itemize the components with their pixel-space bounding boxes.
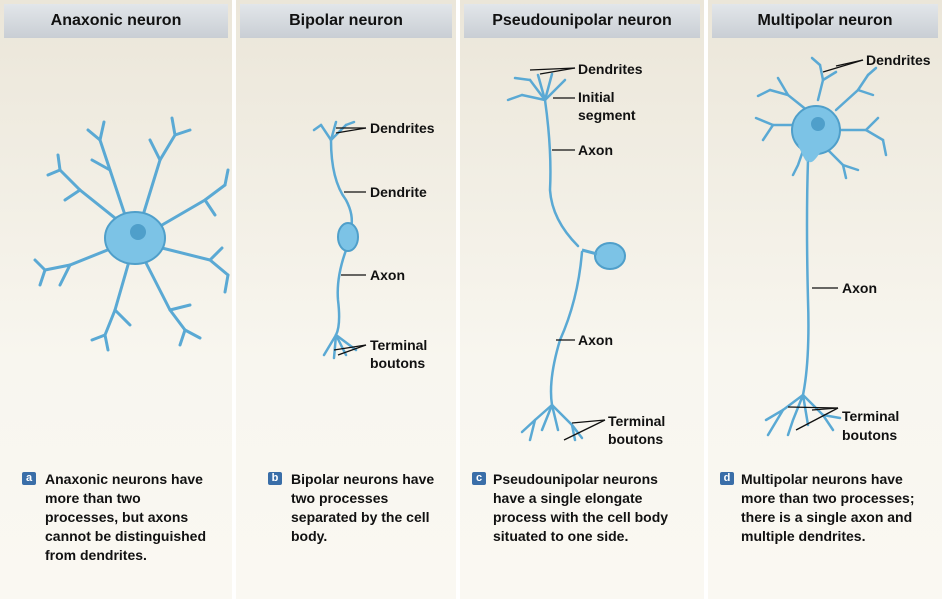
label-boutons: boutons (370, 354, 425, 372)
panel-bipolar: Bipolar neuron Dendrites Dendrite Axon T… (236, 0, 456, 599)
label-terminal: Terminal (608, 412, 665, 430)
panel-pseudounipolar: Pseudounipolar neuron Dendrites Initial … (460, 0, 704, 599)
label-initial: Initial (578, 88, 615, 106)
label-axon-top: Axon (578, 141, 613, 159)
panel-anaxonic: Anaxonic neuron a Anaxonic neurons have … (0, 0, 232, 599)
caption-pseudounipolar: Pseudounipolar neurons have a single elo… (493, 470, 688, 546)
caption-anaxonic: Anaxonic neurons have more than two proc… (45, 470, 215, 565)
label-boutons: boutons (608, 430, 663, 448)
badge-d: d (720, 472, 734, 485)
caption-bipolar: Bipolar neurons have two processes separ… (291, 470, 451, 546)
label-dendrites: Dendrites (370, 119, 435, 137)
label-dendrite: Dendrite (370, 183, 427, 201)
panel-multipolar: Multipolar neuron Dendrites Axon Termina… (708, 0, 942, 599)
label-axon-bottom: Axon (578, 331, 613, 349)
label-segment: segment (578, 106, 636, 124)
label-axon: Axon (842, 279, 877, 297)
label-dendrites: Dendrites (578, 60, 643, 78)
label-boutons: boutons (842, 426, 897, 444)
badge-b: b (268, 472, 282, 485)
label-terminal: Terminal (370, 336, 427, 354)
label-dendrites: Dendrites (866, 51, 931, 69)
caption-multipolar: Multipolar neurons have more than two pr… (741, 470, 931, 546)
badge-c: c (472, 472, 486, 485)
label-terminal: Terminal (842, 407, 899, 425)
label-axon: Axon (370, 266, 405, 284)
badge-a: a (22, 472, 36, 485)
